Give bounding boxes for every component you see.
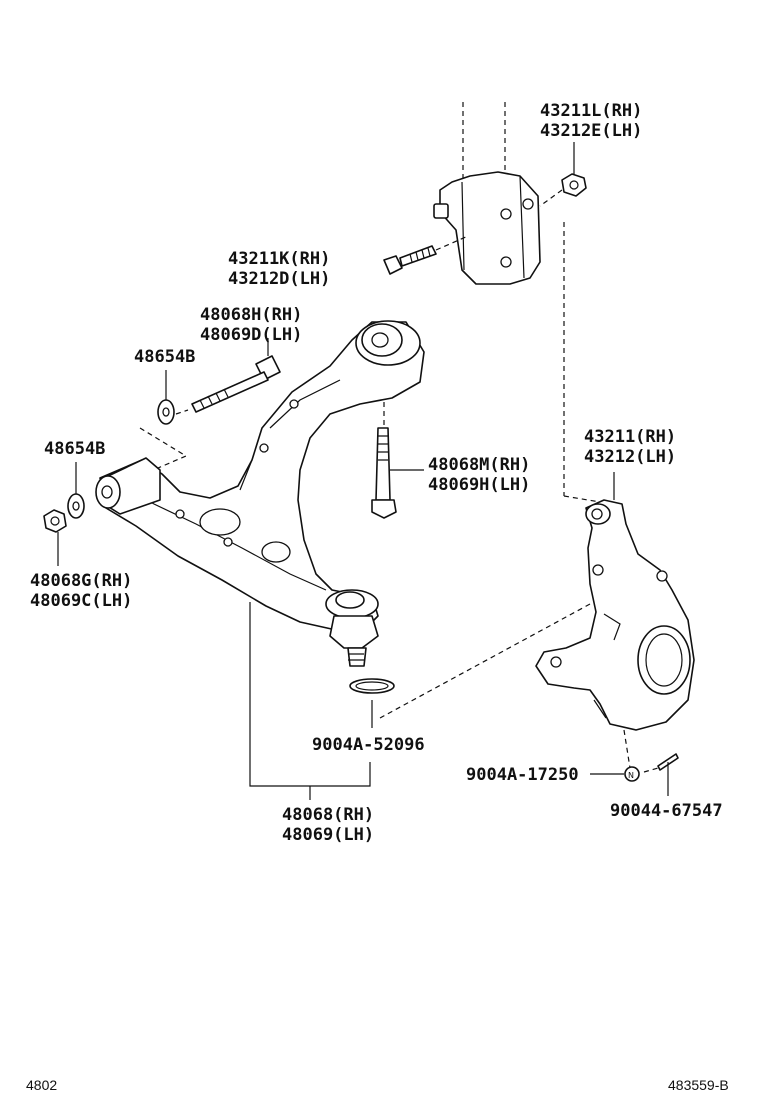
ball-joint [325, 589, 379, 667]
cotter-pin [643, 753, 679, 796]
label-48069D: 48069D(LH) [200, 325, 302, 345]
label-48654B-top: 48654B [134, 347, 195, 367]
strut-bracket [433, 102, 541, 285]
rear-bushing [355, 320, 421, 366]
front-bolt [191, 338, 281, 413]
label-43212D: 43212D(LH) [228, 269, 330, 289]
label-43212E: 43212E(LH) [540, 121, 642, 141]
label-43211K: 43211K(RH) [228, 249, 330, 269]
castle-nut: N [590, 766, 640, 782]
snap-ring [349, 678, 395, 728]
front-bushing [95, 457, 161, 515]
label-48069C: 48069C(LH) [30, 591, 132, 611]
label-43211: 43211(RH) [584, 427, 676, 447]
label-43211L: 43211L(RH) [540, 101, 642, 121]
footer-left-code: 4802 [26, 1077, 57, 1093]
label-48069: 48069(LH) [282, 825, 374, 845]
lower-control-arm [99, 321, 425, 633]
strut-bolt [383, 235, 469, 275]
footer-right-code: 483559-B [668, 1077, 729, 1093]
vertical-bolt [371, 402, 424, 519]
svg-text:N: N [628, 771, 634, 780]
label-90044-67547: 90044-67547 [610, 801, 723, 821]
label-48068H: 48068H(RH) [200, 305, 302, 325]
label-48068: 48068(RH) [282, 805, 374, 825]
label-48069H: 48069H(LH) [428, 475, 530, 495]
label-48068G: 48068G(RH) [30, 571, 132, 591]
washer-side [67, 462, 85, 519]
label-9004A-52096: 9004A-52096 [312, 735, 425, 755]
label-48068M: 48068M(RH) [428, 455, 530, 475]
bushing-nut [43, 509, 67, 566]
washer-top [139, 370, 189, 469]
label-9004A-17250: 9004A-17250 [466, 765, 579, 785]
label-48654B-side: 48654B [44, 439, 105, 459]
label-43212: 43212(LH) [584, 447, 676, 467]
steering-knuckle [379, 222, 695, 769]
strut-nut [539, 142, 587, 207]
